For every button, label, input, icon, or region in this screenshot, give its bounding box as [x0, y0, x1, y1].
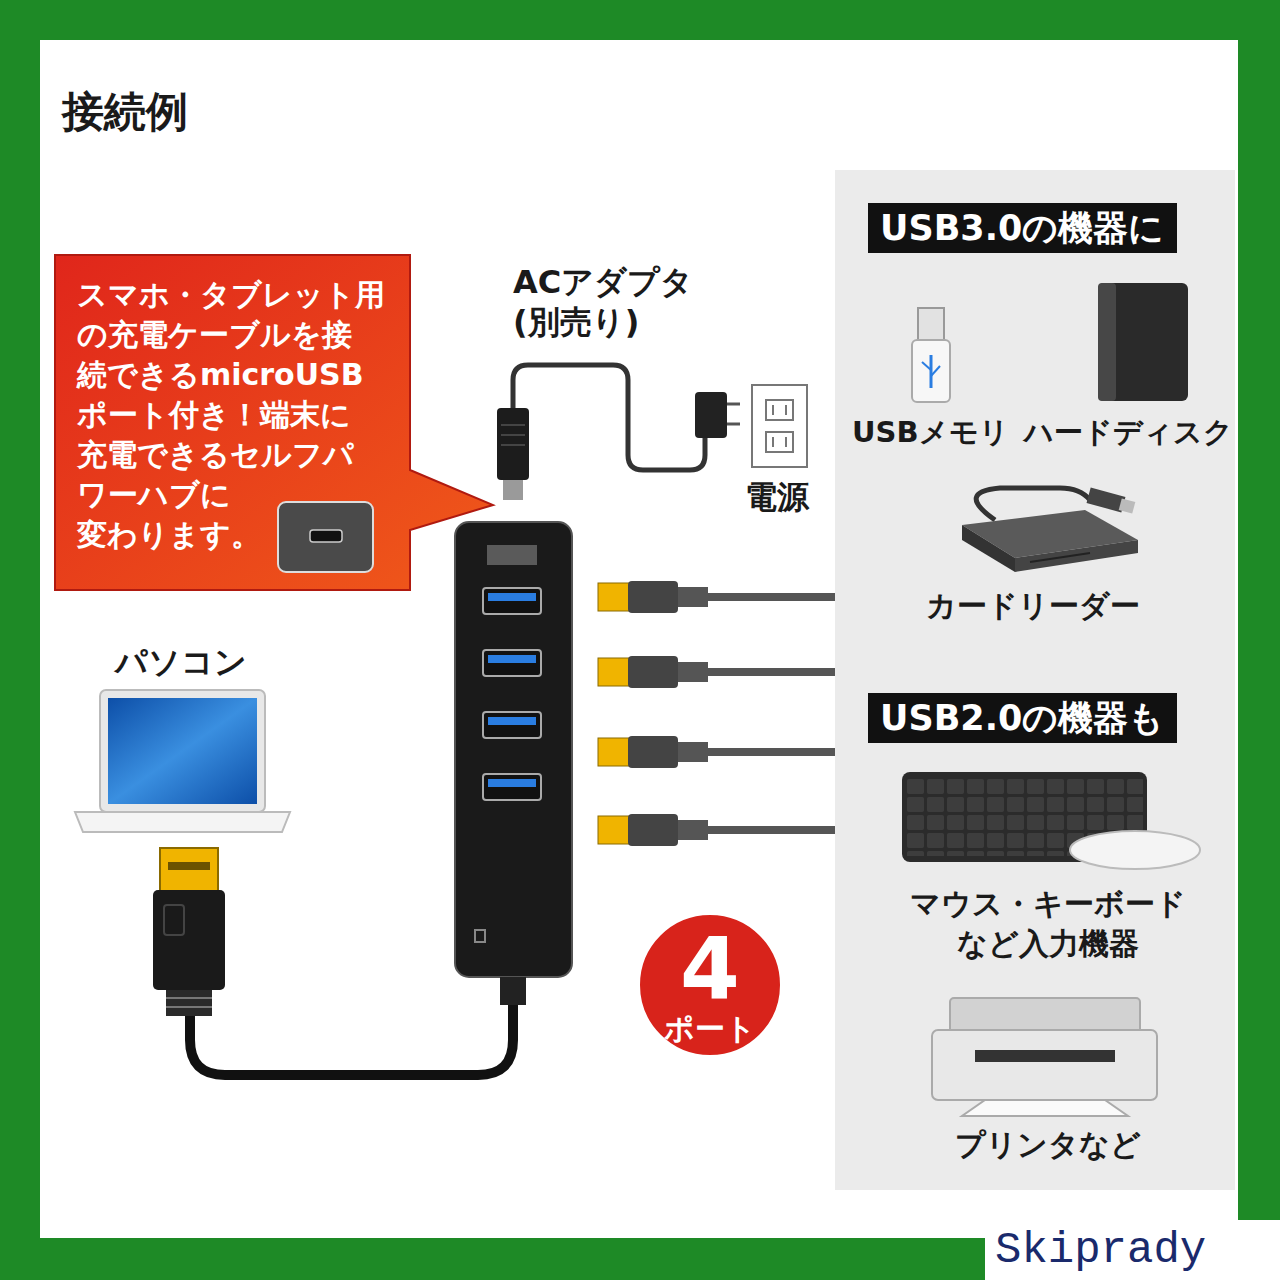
- mouse: [1070, 831, 1200, 869]
- node-content: スマホ・タブレット用 の充電ケーブルを接 続できるmicroUSB ポート付き！…: [55, 255, 410, 579]
- node-text: スマホ・タブレット用 の充電ケーブルを接 続できるmicroUSB ポート付き！…: [77, 275, 388, 555]
- device-cables: [598, 581, 835, 846]
- hub-cable: [190, 1005, 513, 1075]
- tag-fill: [868, 203, 1177, 253]
- adapter-prong: [727, 403, 740, 406]
- watermark: Skiprady: [995, 1224, 1206, 1277]
- hard-disk: [1098, 283, 1188, 401]
- power-label: 電源: [745, 478, 809, 516]
- micro-usb-plug: [497, 408, 529, 500]
- badge-circle: [638, 913, 782, 1057]
- node-text: ポート: [664, 1012, 756, 1046]
- device-label: プリンタなど: [900, 1127, 1195, 1163]
- usb-a-plug: [153, 848, 225, 1016]
- node-content: USB2.0の機器も: [868, 693, 1177, 743]
- pc-label: パソコン: [115, 643, 247, 681]
- usb-memory: [912, 308, 950, 402]
- port-count-badge: 4ポート: [635, 910, 785, 1060]
- category-tag: USB3.0の機器に: [868, 203, 1177, 253]
- category-tag: USB2.0の機器も: [868, 693, 1177, 743]
- device-label: カードリーダー: [900, 588, 1165, 624]
- callout-box: スマホ・タブレット用 の充電ケーブルを接 続できるmicroUSB ポート付き！…: [55, 255, 410, 590]
- node-text: 4: [680, 924, 740, 1012]
- printer: [932, 998, 1157, 1116]
- device-label: ハードディスク: [1024, 415, 1233, 450]
- tag-fill: [868, 693, 1177, 743]
- node-content: USB3.0の機器に: [868, 203, 1177, 253]
- device-panel: [835, 170, 1235, 1190]
- watermark-ground: [985, 1220, 1280, 1280]
- wall-outlet: [752, 385, 807, 467]
- micro-usb-port: [310, 530, 342, 542]
- diagram-title: 接続例: [62, 84, 188, 140]
- usb-hub: [455, 522, 572, 1005]
- micro-usb-port-icon: [278, 502, 373, 572]
- adapter-cable: [513, 365, 705, 470]
- node-text: USB3.0の機器に: [880, 205, 1165, 251]
- ac-adapter: [695, 392, 727, 438]
- white-ground: [40, 40, 1238, 1238]
- device-label: マウス・キーボード など入力機器: [893, 884, 1203, 964]
- laptop: [75, 690, 290, 832]
- callout-outline: [55, 255, 493, 590]
- node-content: 4ポート: [635, 910, 785, 1060]
- card-reader: [962, 488, 1138, 572]
- adapter-label: ACアダプタ (別売り): [513, 262, 748, 342]
- node-text: USB2.0の機器も: [880, 695, 1165, 741]
- device-label: USBメモリ: [852, 415, 1009, 450]
- adapter-prong: [727, 423, 740, 426]
